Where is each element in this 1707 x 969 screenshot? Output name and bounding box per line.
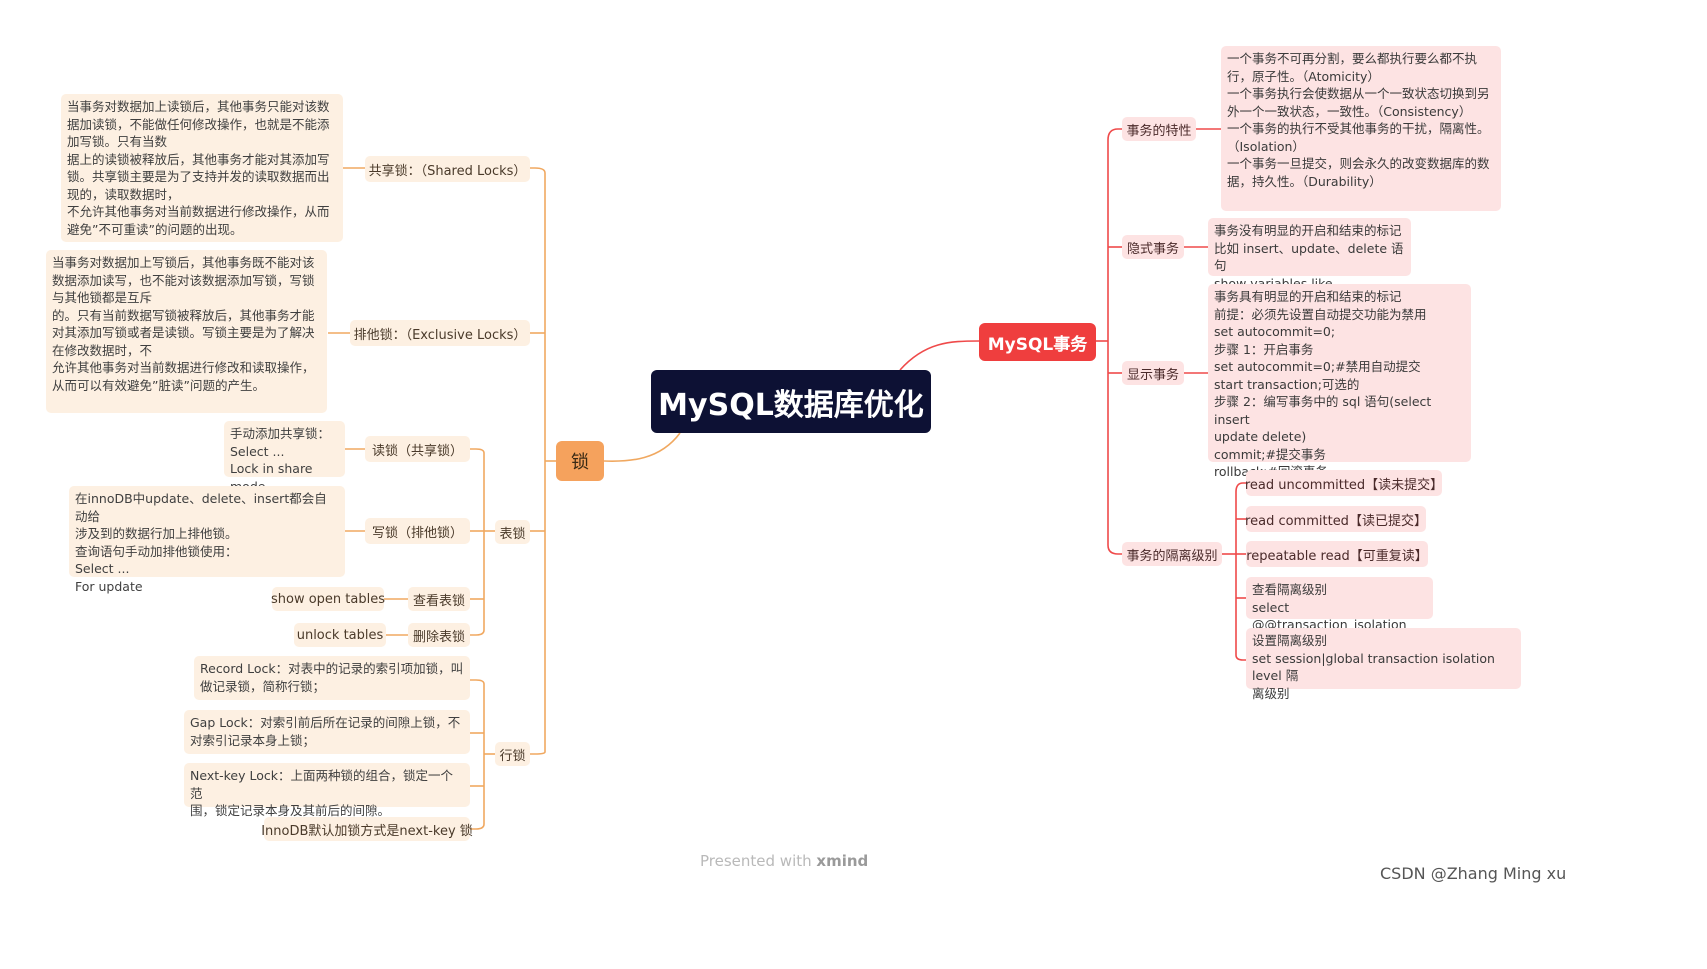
innodb-default-lock-desc[interactable]: InnoDB默认加锁方式是next-key 锁 (261, 817, 473, 841)
view-isolation-level-desc[interactable]: 查看隔离级别 select @@transaction_isolation (1246, 577, 1433, 632)
root-topic[interactable]: MySQL数据库优化 (651, 370, 931, 433)
isolation-level-topic[interactable]: 事务的隔离级别 (1122, 542, 1222, 566)
implicit-transaction-desc[interactable]: 事务没有明显的开启和结束的标记 比如 insert、update、delete … (1208, 218, 1411, 308)
isolation-read-committed[interactable]: read committed【读已提交】 (1245, 506, 1427, 532)
exclusive-lock-desc[interactable]: 当事务对数据加上写锁后，其他事务既不能对该 数据添加读写，也不能对该数据添加写锁… (46, 250, 327, 413)
exclusive-lock-topic[interactable]: 排他锁：（Exclusive Locks） (350, 320, 530, 346)
read-lock-topic[interactable]: 读锁（共享锁） (365, 436, 470, 462)
gap-lock-desc[interactable]: Gap Lock：对索引前后所在记录的间隙上锁，不 对索引记录本身上锁； (184, 710, 470, 754)
transaction-properties-desc[interactable]: 一个事务不可再分割，要么都执行要么都不执 行，原子性。（Atomicity） 一… (1221, 46, 1501, 211)
transaction-properties-topic[interactable]: 事务的特性 (1122, 117, 1196, 141)
delete-table-lock-topic[interactable]: 删除表锁 (408, 623, 470, 647)
write-lock-topic[interactable]: 写锁（排他锁） (365, 518, 470, 544)
row-lock-topic[interactable]: 行锁 (495, 742, 530, 766)
mysql-transaction-topic[interactable]: MySQL事务 (979, 323, 1096, 361)
explicit-transaction-desc[interactable]: 事务具有明显的开启和结束的标记 前提：必须先设置自动提交功能为禁用 set au… (1208, 284, 1471, 479)
lock-topic[interactable]: 锁 (556, 441, 604, 481)
view-table-lock-desc[interactable]: show open tables (271, 587, 385, 611)
next-key-lock-desc[interactable]: Next-key Lock：上面两种锁的组合，锁定一个范 围，锁定记录本身及其前… (184, 763, 470, 818)
presented-with-text: Presented with (700, 852, 812, 870)
set-isolation-level-desc[interactable]: 设置隔离级别 set session|global transaction is… (1246, 628, 1521, 701)
delete-table-lock-desc[interactable]: unlock tables (294, 623, 386, 647)
csdn-watermark: CSDN @Zhang Ming xu (1380, 864, 1567, 883)
table-lock-topic[interactable]: 表锁 (495, 520, 530, 544)
xmind-brand: xmind (816, 852, 869, 870)
implicit-transaction-topic[interactable]: 隐式事务 (1122, 235, 1184, 259)
write-lock-desc[interactable]: 在innoDB中update、delete、insert都会自动给 涉及到的数据… (69, 486, 345, 594)
shared-lock-topic[interactable]: 共享锁：（Shared Locks） (365, 156, 530, 182)
explicit-transaction-topic[interactable]: 显示事务 (1122, 361, 1184, 385)
isolation-read-uncommitted[interactable]: read uncommitted【读未提交】 (1245, 470, 1443, 496)
isolation-repeatable-read[interactable]: repeatable read【可重复读】 (1246, 541, 1428, 567)
record-lock-desc[interactable]: Record Lock：对表中的记录的索引项加锁，叫 做记录锁，简称行锁； (194, 656, 470, 700)
shared-lock-desc[interactable]: 当事务对数据加上读锁后，其他事务只能对该数 据加读锁，不能做任何修改操作，也就是… (61, 94, 343, 242)
read-lock-desc[interactable]: 手动添加共享锁： Select ... Lock in share mode (224, 421, 345, 494)
presented-with-footer: Presented with xmind (700, 852, 868, 870)
view-table-lock-topic[interactable]: 查看表锁 (408, 587, 470, 611)
